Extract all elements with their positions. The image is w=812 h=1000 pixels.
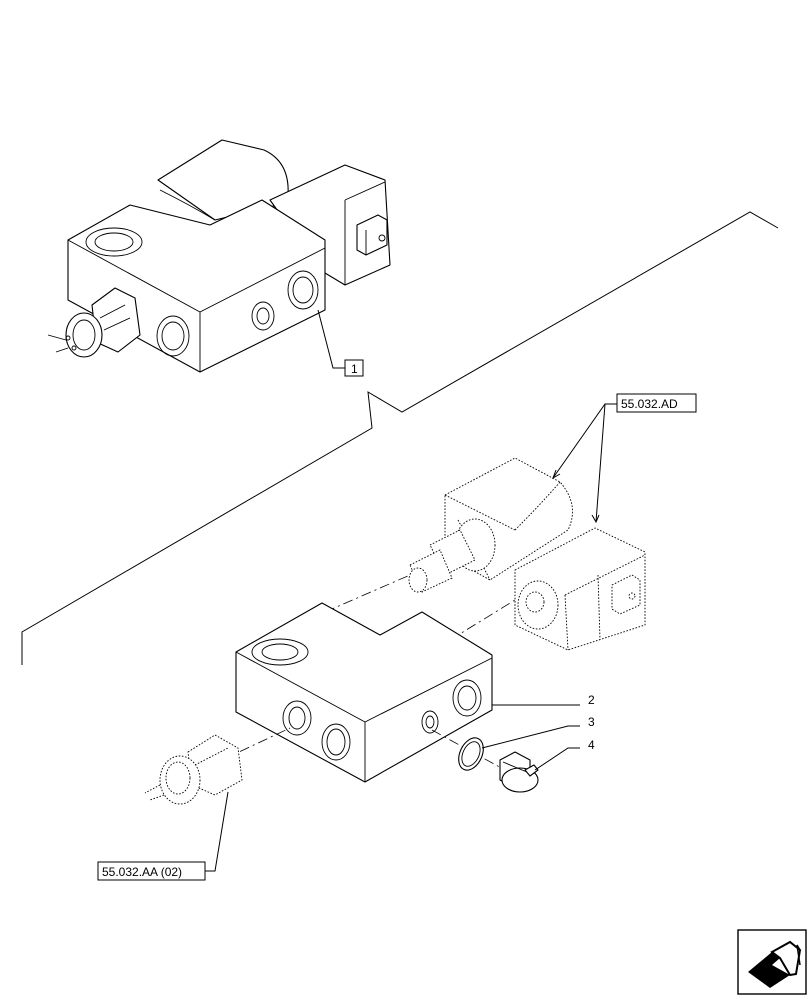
centerline-cartridge bbox=[324, 574, 411, 613]
valve-block bbox=[235, 602, 493, 783]
label-ref-sensor: 55.032.AA (02) bbox=[97, 861, 206, 881]
label-item-1: 1 bbox=[344, 359, 364, 377]
item-1-text: 1 bbox=[351, 362, 358, 376]
leader-ref-solenoid-a bbox=[552, 403, 617, 479]
valve-assembly bbox=[47, 139, 391, 373]
plug bbox=[499, 751, 539, 793]
leader-ref-solenoid-b bbox=[595, 403, 606, 523]
item-2-text: 2 bbox=[588, 693, 595, 707]
solenoid-coil-ghost bbox=[514, 527, 646, 651]
item-4-text: 4 bbox=[588, 738, 595, 752]
group-bracket bbox=[21, 211, 779, 665]
sensor-ghost bbox=[144, 734, 243, 805]
leader-ref-sensor bbox=[205, 791, 229, 872]
leader-item-4 bbox=[534, 747, 580, 771]
solenoid-cartridge-ghost bbox=[408, 457, 573, 593]
ref-solenoid-text: 55.032.AD bbox=[621, 397, 678, 411]
item-3-text: 3 bbox=[588, 715, 595, 729]
ref-sensor-text: 55.032.AA (02) bbox=[102, 865, 182, 879]
centerline-coil bbox=[449, 599, 516, 641]
next-page-arrow-icon[interactable] bbox=[737, 929, 807, 995]
arrow-ref-solenoid-b bbox=[591, 514, 600, 524]
label-ref-solenoid: 55.032.AD bbox=[616, 393, 697, 413]
centerline-sensor bbox=[221, 727, 291, 761]
leader-item-1 bbox=[317, 309, 345, 369]
arrow-ref-solenoid-a bbox=[552, 469, 561, 480]
o-ring bbox=[458, 737, 484, 771]
leader-item-3 bbox=[481, 725, 580, 749]
